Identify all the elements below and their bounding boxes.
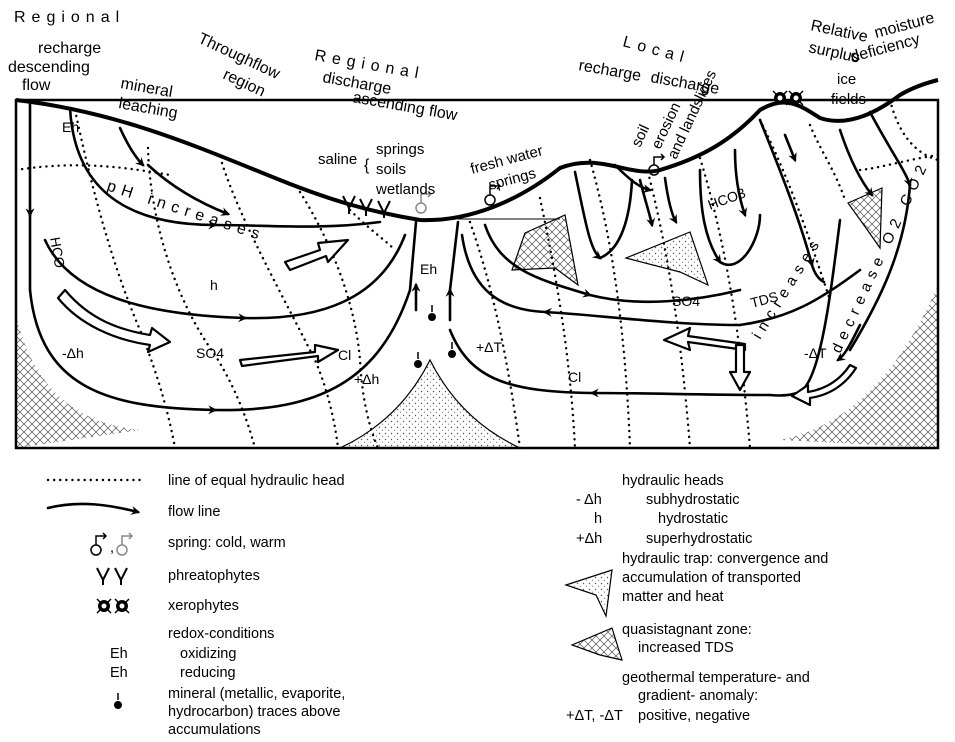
- label-increases: increases: [749, 233, 826, 342]
- legend-mineral-2: hydrocarbon) traces above: [168, 704, 341, 720]
- label-local-recharge: recharge: [577, 57, 642, 85]
- hollow-arrow-ph: [285, 240, 348, 270]
- label-cl-center: Cl: [338, 347, 351, 363]
- legend-geo-2: gradient- anomaly:: [638, 688, 758, 704]
- legend-head-line-label: line of equal hydraulic head: [168, 473, 345, 489]
- legend-sub: subhydrostatic: [646, 492, 740, 508]
- legend-reducing: reducing: [180, 665, 236, 681]
- legend-redox-title: redox-conditions: [168, 626, 274, 642]
- label-plus-dh: +Δh: [354, 371, 379, 387]
- legend-right: hydraulic heads - Δh subhydrostatic h hy…: [566, 473, 828, 724]
- legend-trap-3: matter and heat: [622, 589, 724, 605]
- legend-quasi-icon: [572, 628, 622, 660]
- legend-geo-3: positive, negative: [638, 708, 750, 724]
- label-regional-recharge: Regional: [14, 9, 125, 26]
- legend-flow-line: [48, 504, 138, 512]
- label-ascending-flow: ascending flow: [351, 89, 459, 124]
- legend-trap-2: accumulation of transported: [622, 570, 801, 586]
- hollow-arrow-left: [58, 290, 170, 352]
- brace: {: [364, 157, 370, 174]
- label-local: Local: [621, 33, 691, 67]
- legend-phreatophytes-icon: [97, 568, 127, 585]
- label-minus-dt: -ΔT: [804, 345, 827, 361]
- label-springs: springs: [376, 141, 424, 158]
- label-eh-center: Eh: [420, 261, 437, 277]
- label-hco-left: HCO: [47, 236, 68, 270]
- legend-trap-1: hydraulic trap: convergence and: [622, 551, 828, 567]
- hollow-arrow-tds: [664, 328, 745, 350]
- legend-geo-sym: +ΔT, -ΔT: [566, 708, 623, 724]
- legend-trap-icon: [566, 570, 612, 616]
- label-plus-dt: +ΔT: [476, 339, 503, 355]
- legend-sym-sub: - Δh: [576, 492, 602, 508]
- label-wetlands: wetlands: [375, 181, 435, 198]
- legend-sym-super: +Δh: [576, 531, 602, 547]
- legend-super: superhydrostatic: [646, 531, 752, 547]
- hollow-arrow-so4: [240, 345, 338, 366]
- label-ice: ice: [837, 71, 856, 88]
- label-descending: descending: [8, 59, 90, 76]
- label-so4-right: SO4: [672, 293, 700, 309]
- legend-xerophytes-label: xerophytes: [168, 598, 239, 614]
- legend-quasi-2: increased TDS: [638, 640, 734, 656]
- legend-geo-1: geothermal temperature- and: [622, 670, 810, 686]
- legend-eh-oxidizing: Eh: [110, 646, 128, 662]
- legend-eh-reducing: Eh: [110, 665, 128, 681]
- legend-phreatophytes-label: phreatophytes: [168, 568, 260, 584]
- label-cl-bottom: Cl: [568, 369, 581, 385]
- label-h: h: [210, 277, 218, 293]
- label-decrease: decrease O2 CO2: [828, 157, 933, 355]
- svg-text:,: ,: [110, 540, 114, 556]
- legend-oxidizing: oxidizing: [180, 646, 236, 662]
- legend-mineral-icon: [114, 693, 122, 709]
- hollow-arrow-down: [730, 345, 750, 390]
- legend-spring-icon: ,: [91, 533, 132, 556]
- label-fields: fields: [831, 91, 866, 108]
- quasistagnant-zone-2: [848, 188, 882, 248]
- legend-mineral-1: mineral (metallic, evaporite,: [168, 686, 345, 702]
- label-flow: flow: [22, 77, 51, 94]
- hollow-arrow-right: [792, 365, 856, 405]
- legend-sym-hydro: h: [594, 511, 602, 527]
- label-soils: soils: [376, 161, 406, 178]
- legend-flow-line-label: flow line: [168, 504, 220, 520]
- label-recharge: recharge: [38, 40, 101, 57]
- label-so4-left: SO4: [196, 345, 224, 361]
- hydraulic-trap-2: [626, 232, 708, 285]
- legend-spring-label: spring: cold, warm: [168, 535, 286, 551]
- process-arrows: [58, 240, 856, 405]
- legend-mineral-3: accumulations: [168, 722, 261, 738]
- legend-heads-title: hydraulic heads: [622, 473, 724, 489]
- legend-xerophytes-icon: [97, 599, 129, 613]
- quasistagnant-zone-1: [512, 215, 578, 285]
- legend-hydro: hydrostatic: [658, 511, 728, 527]
- label-minus-dh: -Δh: [62, 345, 84, 361]
- label-ph-increases: pH increases: [105, 178, 268, 245]
- label-hco-right: HCO3: [706, 184, 748, 212]
- label-eh-left: Eh: [62, 119, 79, 135]
- legend-quasi-1: quasistagnant zone:: [622, 622, 752, 638]
- legend-left: line of equal hydraulic head flow line ,…: [48, 473, 345, 738]
- label-saline: saline: [318, 151, 357, 168]
- flow-lines: [30, 103, 910, 410]
